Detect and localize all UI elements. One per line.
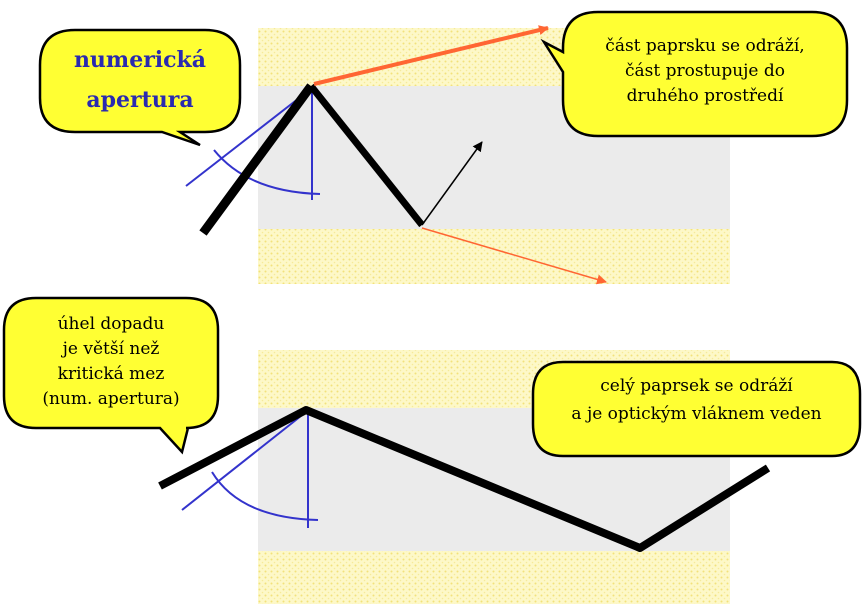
top-normal-arrow [421, 141, 483, 226]
top-incident-ray [199, 83, 315, 236]
bottom-right-callout [531, 360, 862, 458]
bottom-angle-construction [181, 410, 319, 528]
top-refracted-ray [313, 25, 549, 86]
callout-line: část prostupuje do [624, 61, 786, 81]
bottom-angle-arc [211, 471, 319, 521]
top-reflected-ray [308, 83, 425, 228]
top-acceptance-line [185, 87, 313, 187]
callout-line: je větší než [62, 339, 160, 359]
callout-line: kritická mez [57, 364, 165, 384]
top-left-callout-text: numerická apertura [40, 40, 240, 120]
top-right-callout-text: část paprsku se odráží, část prostupuje … [563, 34, 847, 109]
bottom-acceptance-line [181, 411, 307, 511]
bottom-left-callout [2, 296, 220, 455]
callout-line: celý paprsek se odráží [600, 376, 793, 396]
top-angle-construction [185, 86, 321, 200]
bottom-cladding-lower [258, 551, 730, 604]
top-partial-refracted-ray [421, 227, 607, 285]
callout-line: numerická [73, 47, 207, 73]
callout-line: (num. apertura) [42, 389, 180, 409]
callout-line: a je optickým vláknem veden [571, 404, 822, 424]
top-cladding-lower [258, 229, 730, 284]
callout-line: druhého prostředí [626, 86, 784, 106]
top-right-callout [540, 10, 849, 138]
bottom-left-callout-text: úhel dopadu je větší než kritická mez (n… [4, 312, 218, 412]
top-left-callout [38, 28, 242, 147]
callout-line: část paprsku se odráží, [605, 36, 805, 56]
top-angle-arc [213, 149, 321, 195]
bottom-guided-ray [158, 406, 771, 552]
bottom-fiber [258, 350, 730, 604]
callout-line: úhel dopadu [57, 314, 165, 334]
bottom-right-callout-text: celý paprsek se odráží a je optickým vlá… [533, 372, 860, 428]
callout-line: apertura [86, 87, 194, 113]
